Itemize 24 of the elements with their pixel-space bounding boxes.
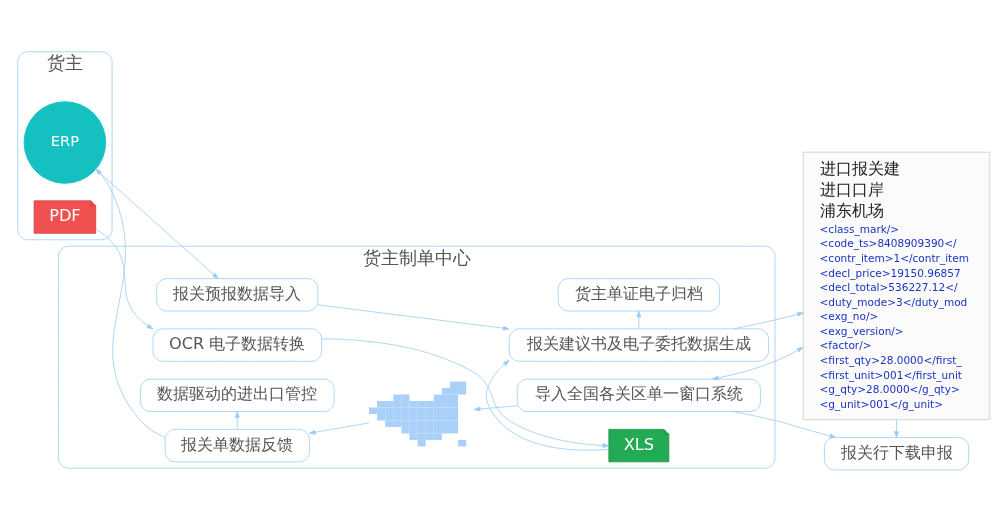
arrow — [95, 168, 219, 279]
arrow — [485, 360, 610, 451]
node-box: 报关预报数据导入 — [156, 278, 319, 312]
node-box: 导入全国各关区单一窗口系统 — [516, 378, 761, 412]
node-box: 报关建议书及电子委托数据生成 — [508, 328, 769, 362]
arrow — [733, 411, 836, 439]
arrow — [733, 312, 804, 330]
node-box: 报关行下载申报 — [824, 437, 970, 471]
node-circle: ERP — [23, 101, 107, 184]
arrow — [894, 419, 899, 438]
arrow — [317, 304, 510, 331]
arrow — [95, 228, 154, 330]
node-box: 进口报关建 进口口岸 浦东机场 <class_mark/> <code_ts>8408909390</ <contr_item>1</contr_item <decl_price>19150.96857 <decl_total>536227.12</ <duty_mode>3</duty_mod <exg_no/> <exg_version/> <factor/> <first_qty>28.0000</first_ <first_unit>001</first_unit <g_qty>28.0000</g_qty> <g_unit>001</g_unit> — [802, 151, 991, 421]
arrow — [309, 422, 370, 435]
arrow — [712, 346, 804, 381]
node-box: 数据驱动的进出口管控 — [140, 378, 335, 412]
node-box: OCR 电子数据转换 — [152, 328, 322, 362]
arrow — [321, 338, 610, 448]
node-box: 报关单数据反馈 — [164, 428, 310, 463]
arrow — [636, 310, 642, 329]
arrow — [95, 168, 166, 438]
node-box: 货主单证电子归档 — [557, 278, 720, 312]
arrow — [234, 411, 240, 430]
arrow — [473, 405, 518, 412]
